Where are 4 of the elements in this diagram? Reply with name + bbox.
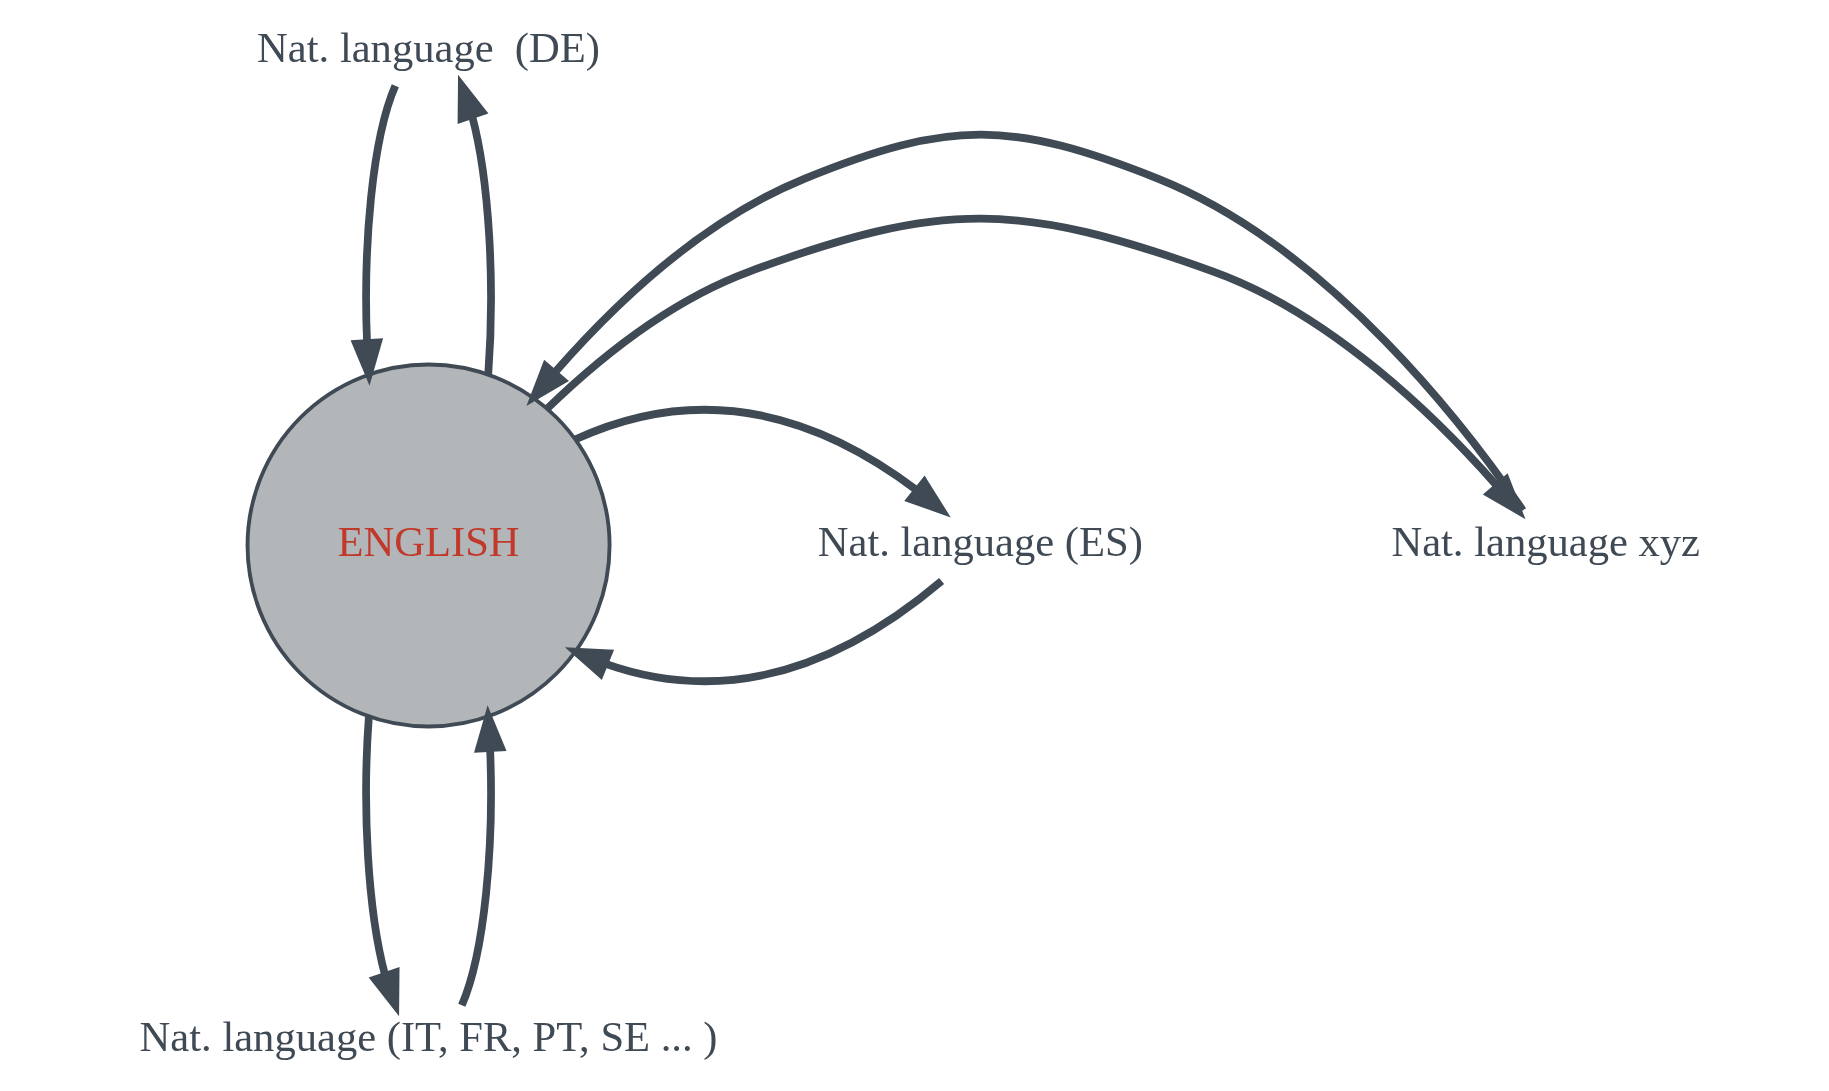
node-text: Nat. language xyz [1390, 518, 1700, 566]
node-text: Nat. language (IT, FR, PT, SE ... ) [139, 1013, 717, 1061]
node-text: Nat. language (DE) [256, 23, 600, 71]
node-text: Nat. language (ES) [817, 518, 1143, 566]
